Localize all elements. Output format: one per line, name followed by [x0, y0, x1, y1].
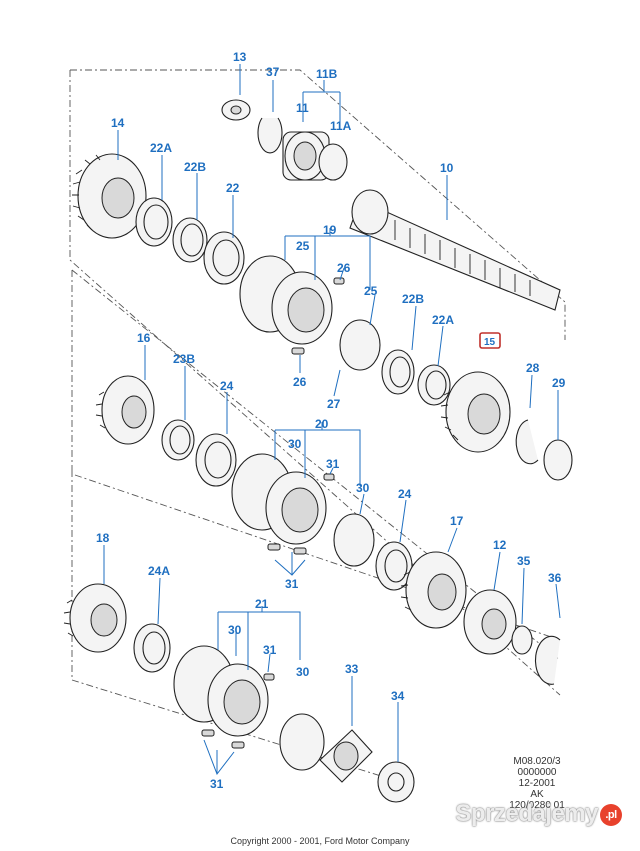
reference-code: M08.020/3 — [513, 756, 561, 767]
callout-33: 33 — [345, 662, 359, 676]
callout-22B-top: 22B — [184, 160, 206, 174]
part-37-snap-ring — [257, 117, 283, 154]
part-10-input-shaft — [349, 189, 561, 311]
highlight-box-15 — [479, 332, 501, 349]
part-30-circlip — [333, 513, 375, 567]
part-26-key — [291, 277, 345, 355]
drawing-reference-block: M08.020/3 0000000 12-2001 AK 120/0280 01 — [492, 756, 582, 811]
callout-37: 37 — [266, 65, 280, 79]
callout-27: 27 — [327, 397, 341, 411]
callout-11: 11 — [296, 101, 309, 115]
callout-35: 35 — [517, 554, 531, 568]
callout-26b: 26 — [293, 375, 307, 389]
callout-31a: 31 — [326, 457, 340, 471]
part-25-synchro-hub — [239, 255, 333, 345]
callout-21: 21 — [255, 597, 269, 611]
part-13-bolt — [221, 99, 251, 121]
part-11-bearing — [282, 131, 348, 181]
part-36-snap-ring — [534, 635, 561, 685]
part-14-gear — [72, 153, 147, 239]
callout-22-top: 22 — [226, 181, 240, 195]
part-15-gear — [440, 371, 511, 453]
callout-34: 34 — [391, 689, 405, 703]
callout-labels: 13 37 11B 11 11A 14 22A 22B 22 10 19 25 … — [96, 50, 566, 791]
watermark: Sprzedajemy.pl — [455, 800, 622, 828]
callout-leaders — [103, 64, 561, 776]
callout-15: 15 — [484, 337, 496, 348]
part-22-synchro-ring — [203, 231, 245, 285]
watermark-text: Sprzedajemy — [455, 800, 598, 827]
callout-10: 10 — [440, 161, 454, 175]
callout-22A-mid: 22A — [432, 313, 454, 327]
part-30-circlip-lower — [279, 713, 325, 771]
part-18-gear — [63, 583, 127, 653]
callout-17: 17 — [450, 514, 464, 528]
part-33-plate — [319, 729, 373, 783]
callout-22B-mid: 22B — [402, 292, 424, 306]
callout-31c: 31 — [263, 643, 277, 657]
callout-29: 29 — [552, 376, 566, 390]
part-22B-ring — [172, 217, 208, 263]
part-27-circlip — [339, 319, 381, 371]
part-34-washer — [377, 761, 415, 803]
callout-23B: 23B — [173, 352, 195, 366]
reference-ak: AK — [530, 789, 544, 800]
part-12-bearing — [463, 589, 517, 655]
callout-26a: 26 — [337, 261, 351, 275]
part-35-snap-ring — [511, 625, 533, 655]
callout-11B: 11B — [316, 67, 338, 81]
part-24-synchro-ring — [195, 433, 237, 487]
part-29-shim — [543, 439, 573, 481]
part-22A-ring — [135, 197, 173, 247]
part-23B-ring — [161, 419, 195, 461]
part-16-gear — [95, 375, 155, 445]
part-28-snap-ring — [515, 419, 539, 465]
callout-11A: 11A — [330, 119, 352, 133]
part-22B-22A-rings-mid — [381, 349, 451, 406]
watermark-suffix: .pl — [600, 803, 622, 826]
part-30-synchro-hub — [231, 453, 327, 545]
callout-30b: 30 — [356, 481, 370, 495]
callout-24A: 24A — [148, 564, 170, 578]
callout-25a: 25 — [296, 239, 310, 253]
callout-18: 18 — [96, 531, 110, 545]
part-31-keys — [267, 473, 335, 555]
reference-number: 0000000 — [517, 767, 557, 778]
callout-31b: 31 — [285, 577, 299, 591]
callout-24a: 24 — [220, 379, 234, 393]
callout-25b: 25 — [364, 284, 378, 298]
callout-36: 36 — [548, 571, 562, 585]
callout-30d: 30 — [296, 665, 310, 679]
callout-13: 13 — [233, 50, 247, 64]
callout-30c: 30 — [228, 623, 242, 637]
copyright-notice: Copyright 2000 - 2001, Ford Motor Compan… — [230, 836, 410, 846]
callout-19: 19 — [323, 223, 337, 237]
part-24A-ring — [133, 623, 171, 673]
callout-24b: 24 — [398, 487, 412, 501]
callout-28: 28 — [526, 361, 540, 375]
callout-20: 20 — [315, 417, 329, 431]
part-30-synchro-hub-lower — [173, 645, 269, 737]
callout-12: 12 — [493, 538, 507, 552]
callout-22A-top: 22A — [150, 141, 172, 155]
callout-16: 16 — [137, 331, 151, 345]
reference-date: 12-2001 — [518, 778, 556, 789]
callout-31d: 31 — [210, 777, 224, 791]
reference-id: 120/0280 01 — [509, 800, 565, 811]
callout-30a: 30 — [288, 437, 302, 451]
part-17-gear — [400, 551, 467, 629]
callout-14: 14 — [111, 116, 125, 130]
part-24-ring-right — [375, 541, 413, 591]
part-31-keys-lower — [201, 673, 275, 749]
